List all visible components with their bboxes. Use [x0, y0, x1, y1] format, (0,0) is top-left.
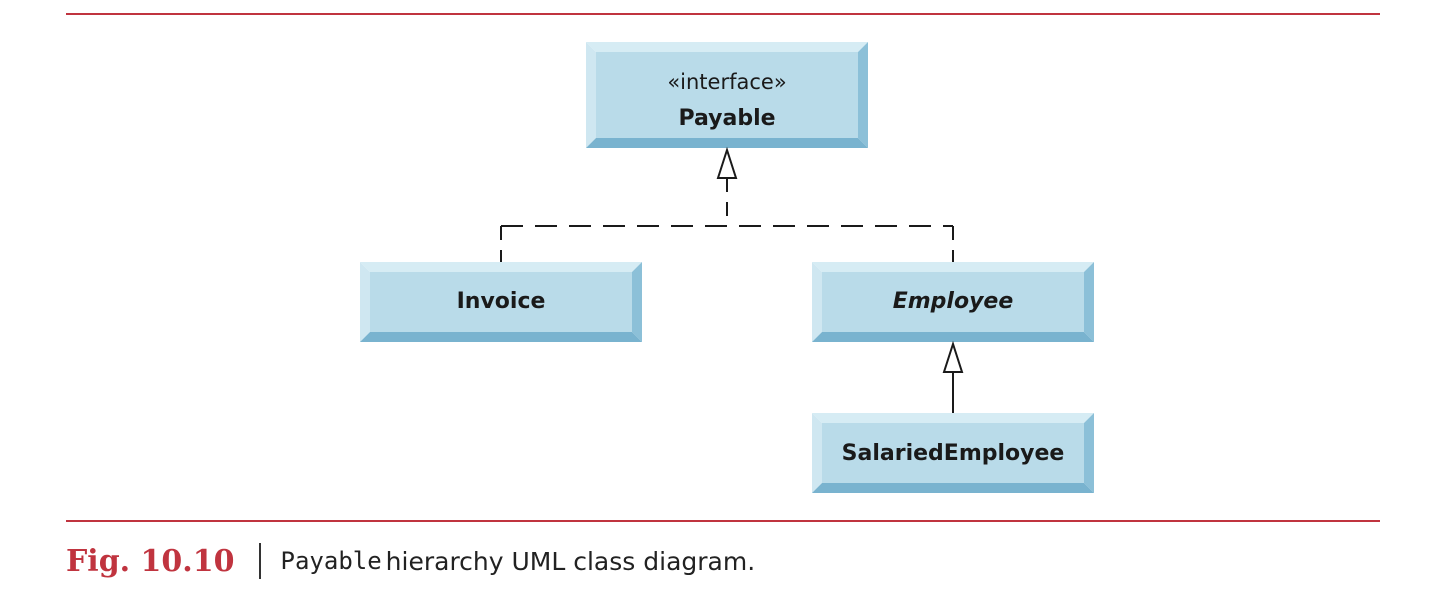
- figure-caption: Fig. 10.10 Payable hierarchy UML class d…: [66, 536, 755, 586]
- caption-text: hierarchy UML class diagram.: [385, 546, 756, 576]
- payable-class-name: Payable: [678, 106, 775, 131]
- top-rule: [66, 13, 1380, 15]
- payable-class-box: «interface» Payable: [586, 42, 868, 148]
- bottom-rule: [66, 520, 1380, 522]
- realization-arrowhead: [716, 146, 738, 179]
- employee-class-name: Employee: [893, 289, 1014, 314]
- salaried-employee-class-name: SalariedEmployee: [842, 441, 1065, 466]
- generalization-arrowhead: [942, 340, 964, 373]
- payable-stereotype: «interface»: [667, 70, 786, 94]
- invoice-class-box: Invoice: [360, 262, 642, 342]
- salaried-employee-class-box: SalariedEmployee: [812, 413, 1094, 493]
- caption-code-term: Payable: [280, 547, 382, 575]
- caption-separator: [258, 543, 261, 579]
- figure-label: Fig. 10.10: [66, 543, 235, 579]
- employee-class-box: Employee: [812, 262, 1094, 342]
- invoice-class-name: Invoice: [457, 289, 546, 314]
- realization-connector: [500, 178, 954, 262]
- uml-class-diagram: «interface» Payable Invoice Employee Sal…: [360, 42, 1094, 493]
